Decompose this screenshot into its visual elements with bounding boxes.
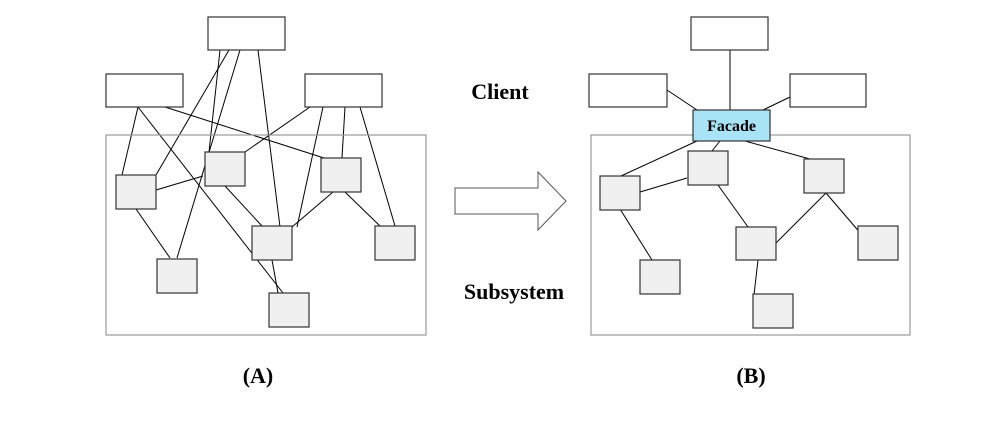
panel-a-subsystem-box xyxy=(115,174,157,210)
middle-annotations: Client Subsystem xyxy=(454,79,567,304)
panel-b: Facade (B) xyxy=(588,16,911,388)
panel-a-subsystem-frame xyxy=(105,134,427,336)
panel-a-subsystem-boxes xyxy=(115,151,416,328)
panel-b-client-box-right xyxy=(789,73,867,108)
panel-b-client-boxes xyxy=(588,16,867,108)
panel-b-subsystem-box xyxy=(752,293,794,329)
panel-b-client-box-left xyxy=(588,73,668,108)
panel-b-subsystem-box xyxy=(735,226,777,261)
panel-a-subsystem-box xyxy=(156,258,198,294)
panel-a-subsystem-box xyxy=(204,151,246,187)
panel-a-subsystem-box xyxy=(268,292,310,328)
panel-a-subsystem-box xyxy=(251,225,293,261)
panel-b-client-box-top xyxy=(690,16,769,51)
panel-b-label: (B) xyxy=(736,363,765,388)
panel-a-subsystem-box xyxy=(374,225,416,261)
panel-b-connections xyxy=(619,50,863,296)
panel-a: (A) xyxy=(105,16,427,388)
panel-a-client-boxes xyxy=(105,16,383,108)
panel-a-connections xyxy=(121,49,396,294)
panel-b-subsystem-box xyxy=(857,225,899,261)
panel-b-subsystem-box xyxy=(639,259,681,295)
panel-a-client-box-right xyxy=(304,73,383,108)
panel-a-subsystem-box xyxy=(320,157,362,193)
panel-b-subsystem-boxes xyxy=(599,150,899,329)
panel-b-subsystem-box xyxy=(803,158,845,194)
panel-a-client-box-top xyxy=(207,16,286,51)
panel-a-client-box-left xyxy=(105,73,184,108)
panel-b-subsystem-box xyxy=(599,175,641,211)
panel-b-subsystem-box xyxy=(687,150,729,186)
facade-label: Facade xyxy=(707,118,756,135)
panel-a-label: (A) xyxy=(243,363,274,388)
subsystem-label: Subsystem xyxy=(464,279,564,304)
facade-box: Facade xyxy=(692,109,771,142)
client-label: Client xyxy=(471,79,529,104)
transform-arrow xyxy=(454,170,567,232)
